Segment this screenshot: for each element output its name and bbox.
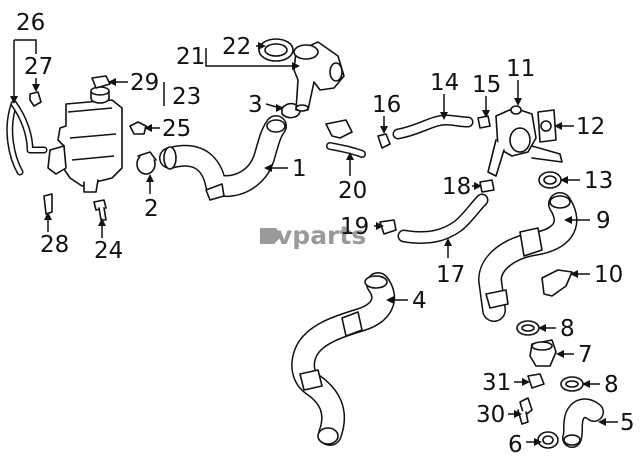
part-23-reservoir-tank — [47, 86, 123, 193]
part-19-clip — [379, 219, 397, 235]
part-28-bracket — [43, 193, 53, 215]
callout-12: 12 — [576, 114, 605, 140]
callout-8-lower: 8 — [604, 372, 619, 398]
part-25-nut — [129, 121, 147, 135]
callout-10: 10 — [594, 262, 623, 288]
callout-11: 11 — [506, 56, 535, 82]
callout-17: 17 — [436, 262, 465, 288]
callout-24: 24 — [94, 238, 123, 264]
callout-7: 7 — [578, 342, 593, 368]
part-1-hose — [159, 115, 287, 201]
part-22-gasket — [258, 38, 294, 62]
part-21-water-outlet — [293, 41, 345, 112]
part-12-flange — [537, 109, 557, 143]
callout-9: 9 — [596, 208, 611, 234]
callout-3: 3 — [248, 92, 263, 118]
part-14-bypass-hose — [392, 114, 474, 140]
callout-6: 6 — [508, 432, 523, 458]
callout-19: 19 — [340, 214, 369, 240]
callout-23: 23 — [172, 84, 201, 110]
callout-25: 25 — [162, 116, 191, 142]
callout-labels: 26 27 29 23 25 21 22 3 1 2 28 24 20 16 1… — [16, 10, 635, 458]
part-16-connector — [377, 133, 391, 149]
part-18-clip — [479, 179, 495, 193]
callout-2: 2 — [144, 196, 159, 222]
part-15-bolt — [477, 115, 491, 129]
callout-16: 16 — [372, 92, 401, 118]
callout-18: 18 — [442, 174, 471, 200]
part-9-hose — [478, 192, 578, 322]
part-17-heater-hose — [397, 193, 489, 245]
callout-22: 22 — [222, 34, 251, 60]
callout-28: 28 — [40, 232, 69, 258]
part-13-clamp — [538, 171, 562, 189]
watermark: vparts — [260, 221, 366, 250]
callout-31: 31 — [482, 370, 511, 396]
part-31-bolt — [527, 373, 545, 389]
part-24-bolt — [93, 199, 107, 221]
callout-8-upper: 8 — [560, 316, 575, 342]
part-8-clamp-lower — [560, 376, 584, 392]
watermark-text: vparts — [276, 221, 366, 250]
callout-15: 15 — [472, 72, 501, 98]
callout-30: 30 — [476, 402, 505, 428]
part-29-level-sensor — [91, 75, 111, 89]
part-7-fitting — [529, 339, 557, 367]
callout-27: 27 — [24, 54, 53, 80]
callout-21: 21 — [176, 44, 205, 70]
leader-arrowheads — [10, 42, 606, 446]
callout-29: 29 — [130, 70, 159, 96]
part-30-sensor — [517, 397, 533, 425]
callout-13: 13 — [584, 168, 613, 194]
callout-1: 1 — [292, 156, 307, 182]
part-10-bracket — [541, 269, 573, 297]
part-27-clip — [29, 91, 42, 107]
callout-4: 4 — [412, 288, 427, 314]
part-6-clamp — [537, 431, 559, 449]
part-20-pipe — [325, 119, 366, 158]
part-4-hose — [291, 272, 396, 446]
part-5-hose — [562, 398, 604, 448]
watermark-logo-icon — [260, 228, 282, 244]
part-11-thermostat-housing — [487, 105, 563, 177]
callout-20: 20 — [338, 178, 367, 204]
part-8-clamp-upper — [516, 320, 540, 336]
callout-14: 14 — [430, 70, 459, 96]
callout-5: 5 — [620, 410, 635, 436]
part-2-clamp — [136, 151, 157, 175]
part-26-breather-hose — [6, 100, 48, 176]
callout-26: 26 — [16, 10, 45, 36]
